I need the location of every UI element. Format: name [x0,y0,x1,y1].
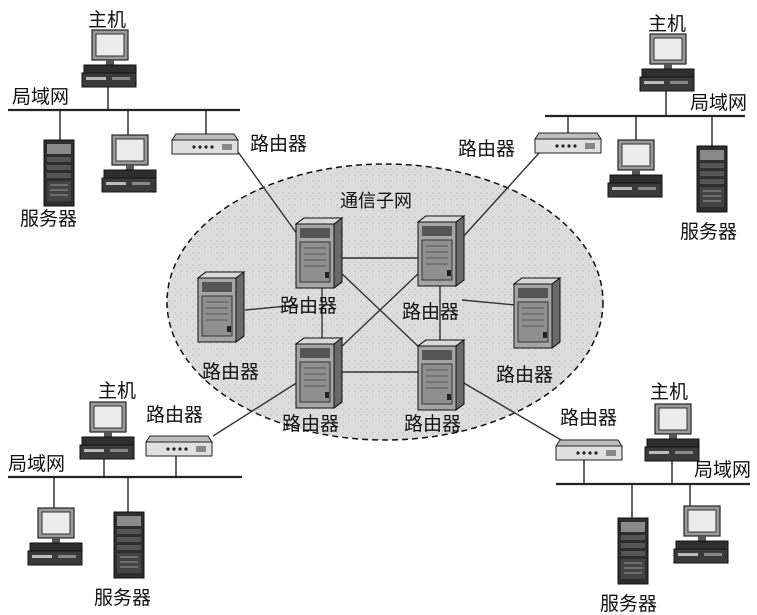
group-bottom-right: 主机 路由器 局域网 服务器 [556,381,751,615]
desktop-computer-icon [640,34,694,91]
tower-server-icon [44,140,74,206]
desktop-computer-icon [645,404,699,461]
desktop-computer-icon [102,135,156,192]
tower-server-icon [697,146,727,212]
router-device-icon [146,436,212,456]
lan-label: 局域网 [694,459,751,481]
host-label: 主机 [650,381,688,403]
desktop-computer-icon [608,140,662,197]
server-label: 服务器 [20,208,77,230]
host-label: 主机 [88,9,126,31]
core-router-label: 路由器 [404,413,461,435]
lan-label: 局域网 [690,92,747,114]
router-label: 路由器 [458,138,515,160]
core-router-label: 路由器 [282,413,339,435]
server-label: 服务器 [600,593,657,615]
group-bottom-left: 主机 路由器 局域网 服务器 [8,380,212,609]
core-router-cabinet-icon [296,218,342,288]
core-router-cabinet-icon [296,338,342,408]
router-label: 路由器 [250,133,307,155]
core-router-cabinet-icon [198,272,244,342]
desktop-computer-icon [28,508,82,565]
router-device-icon [535,133,601,153]
lan-label: 局域网 [8,453,65,475]
desktop-computer-icon [82,30,136,87]
core-router-label: 路由器 [202,361,259,383]
core-router-label: 路由器 [402,301,459,323]
router-label: 路由器 [560,407,617,429]
core-router-cabinet-icon [514,278,560,348]
server-label: 服务器 [94,587,151,609]
core-router-label: 路由器 [280,295,337,317]
lan-label: 局域网 [12,86,69,108]
router-device-icon [172,134,238,154]
core-router-cabinet-icon [418,340,464,410]
host-label: 主机 [98,380,136,402]
subnet-label: 通信子网 [340,191,412,212]
core-router-label: 路由器 [496,364,553,386]
router-label: 路由器 [146,404,203,426]
router-device-icon [556,440,622,460]
host-label: 主机 [648,13,686,35]
desktop-computer-icon [674,506,728,563]
server-label: 服务器 [680,221,737,243]
desktop-computer-icon [80,402,134,459]
tower-server-icon [618,518,648,584]
tower-server-icon [114,512,144,578]
core-router-cabinet-icon [418,216,464,286]
